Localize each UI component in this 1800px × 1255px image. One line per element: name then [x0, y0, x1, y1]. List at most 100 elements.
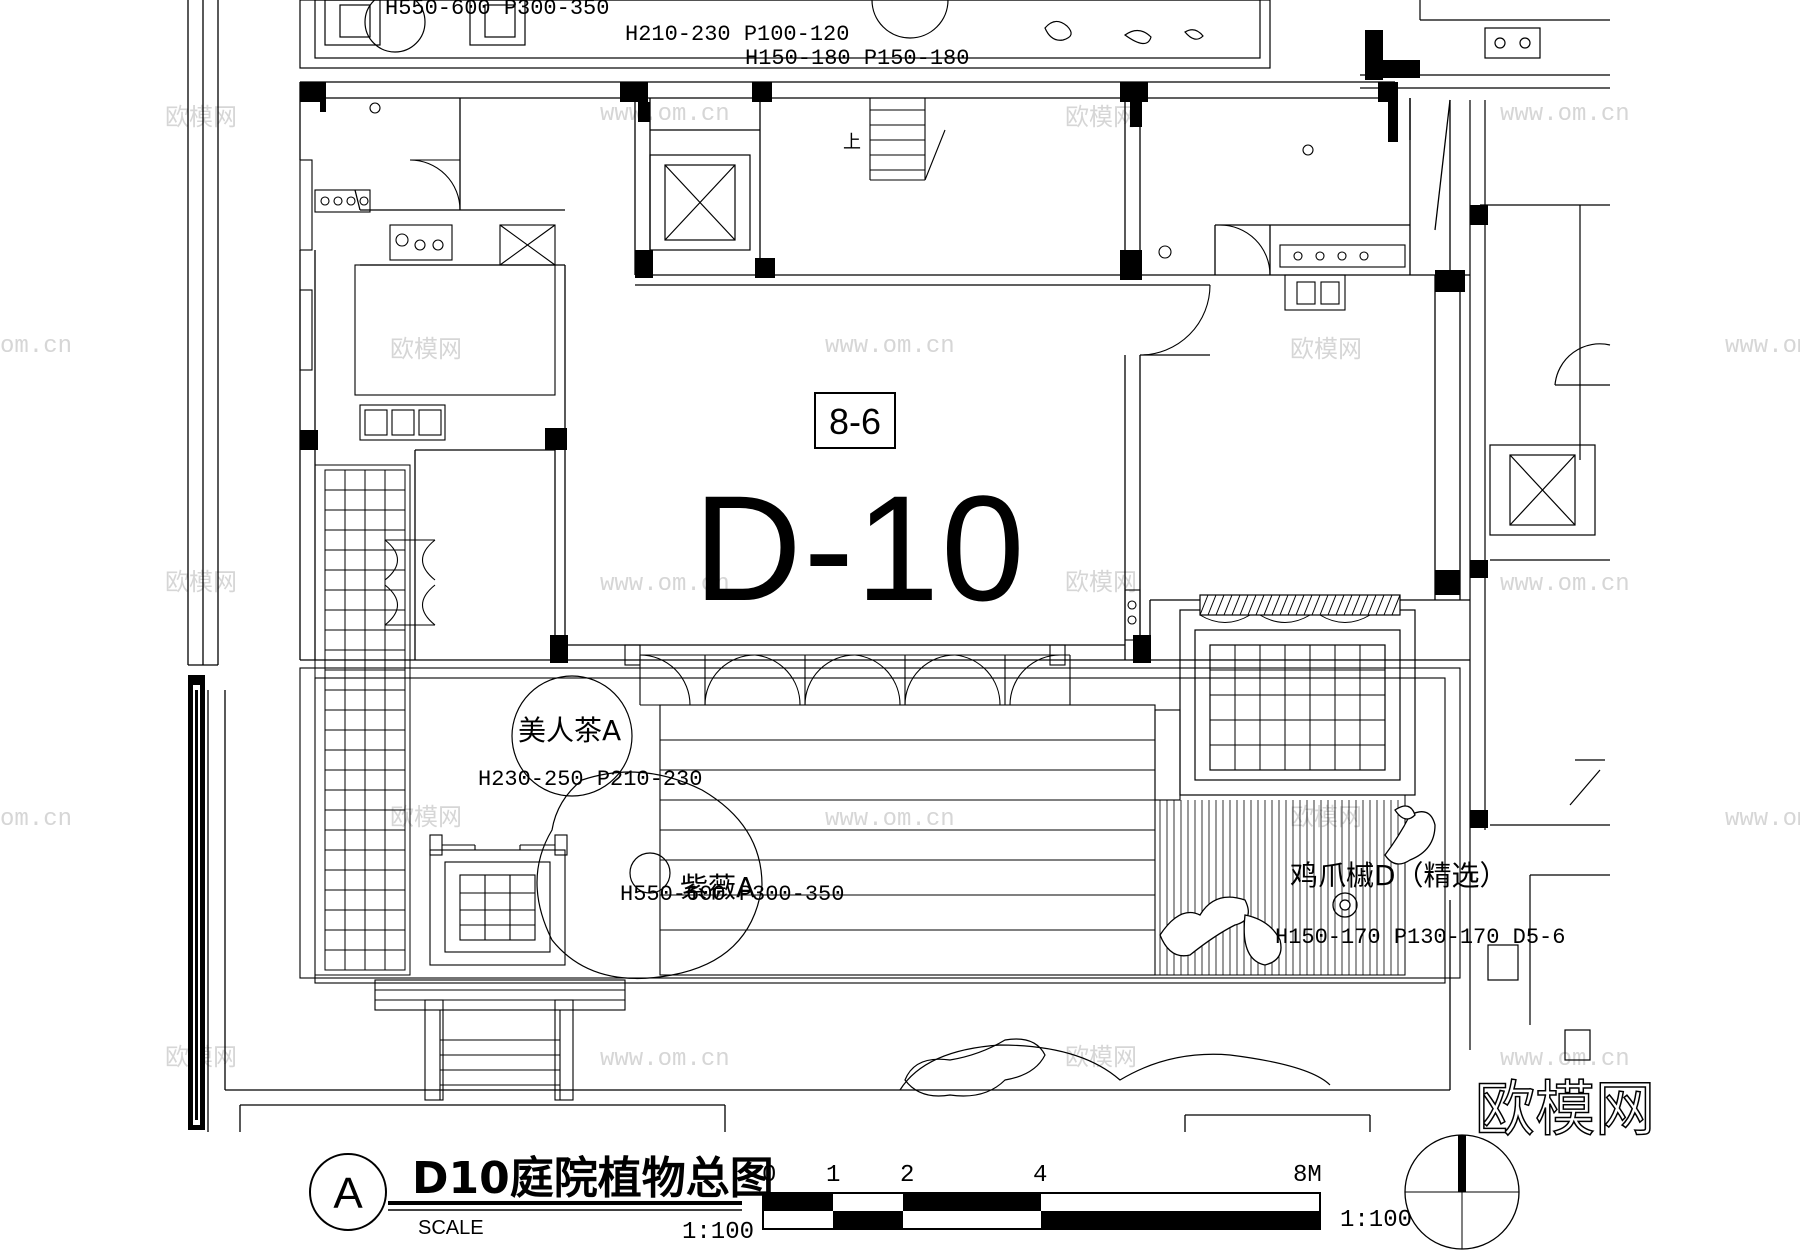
pool-hatch-line — [1351, 594, 1361, 616]
plant-spec-label: H550-600 P300-350 — [385, 0, 609, 21]
plot-name: D-10 — [693, 464, 1026, 632]
section-marker-letter: A — [333, 1169, 363, 1218]
plant-spec-ziwei: H550-600 P300-350 — [620, 882, 844, 907]
scale-word: SCALE — [418, 1217, 484, 1239]
scale-tick-label: 4 — [1033, 1162, 1047, 1189]
kitchen-area — [299, 102, 556, 441]
scale-tick-label: 2 — [900, 1162, 914, 1189]
watermark-brand: 欧模网 — [165, 568, 237, 596]
watermark-url: om.cn — [0, 333, 72, 360]
scale-tick-label: 0 — [762, 1162, 776, 1189]
north-arrow — [1404, 1134, 1520, 1250]
pool-hatch-line — [1367, 594, 1377, 616]
plant-label-jizhuaqi: 鸡爪槭D（精选） — [1290, 859, 1508, 892]
pool-hatch-line — [1295, 594, 1305, 616]
plant-labels: 美人茶A H230-250 P210-230 紫薇A H550-600 P300… — [478, 714, 1565, 950]
watermark-brand: 欧模网 — [390, 803, 462, 831]
pool-hatch-line — [1279, 594, 1289, 616]
pool-hatch-line — [1383, 594, 1393, 616]
plant-spec-label: H210-230 P100-120 — [625, 22, 849, 47]
plot-code: 8-6 — [829, 401, 881, 442]
pool-hatch-line — [1271, 594, 1281, 616]
watermark-url: www.om.cn — [1500, 101, 1630, 128]
watermark-url: www.om.cn — [1500, 571, 1630, 598]
neighbor-unit-right — [1360, 0, 1611, 1061]
plant-spec-jizhuaqi: H150-170 P130-170 D5-6 — [1275, 925, 1565, 950]
structural-columns — [300, 82, 1465, 663]
plant-spec-meirencha: H230-250 P210-230 — [478, 767, 702, 792]
pool-hatch-line — [1375, 594, 1385, 616]
pool-hatch-line — [1263, 594, 1273, 616]
pool-hatch-line — [1239, 594, 1249, 616]
watermark-brand: 欧模网 — [1290, 335, 1362, 363]
plant-label-ziwei: 紫薇A — [680, 871, 755, 904]
pool-tile-grid — [1209, 644, 1386, 771]
pool-hatch-line — [1335, 594, 1345, 616]
retaining-wall-left — [188, 675, 205, 1130]
plant-label-meirencha: 美人茶A — [518, 714, 621, 747]
watermark-url: www.om.cn — [1725, 806, 1800, 833]
pool-hatch-line — [1359, 594, 1369, 616]
wood-deck-right — [1154, 794, 1406, 976]
title-block: A D10庭院植物总图 SCALE 1:100 — [309, 1153, 774, 1246]
site-boundary — [187, 0, 1451, 1132]
watermark-url: www.om.cn — [600, 571, 730, 598]
pool-hatch-line — [1343, 594, 1353, 616]
plant-symbols — [511, 675, 1331, 1097]
lawn-edge — [899, 1044, 1331, 1091]
watermark-url: www.om.cn — [600, 101, 730, 128]
pool-hatch-line — [1311, 594, 1321, 616]
elevator-core — [649, 129, 760, 251]
watermark-url: om.cn — [0, 806, 72, 833]
pool-hatch-line — [1319, 594, 1329, 616]
scale-bar: 0 1 2 4 8M 1:100 — [762, 1162, 1412, 1234]
pool-hatch-line — [1199, 594, 1209, 616]
plot-label: 8-6 D-10 — [693, 392, 1026, 632]
plant-spec-label: H150-180 P150-180 — [745, 46, 969, 71]
pool-hatch-line — [1255, 594, 1265, 616]
watermark-brand: 欧模网 — [1290, 803, 1362, 831]
stepping-stone-cluster — [904, 1038, 1046, 1097]
section-marker-circle — [309, 1153, 387, 1231]
tree-ziwei-symbol — [536, 771, 763, 980]
pool-hatch-line — [1231, 594, 1241, 616]
garden-deck — [299, 667, 1461, 984]
scale-tick-label: 8M — [1293, 1162, 1322, 1189]
watermark-brand: 欧模网 — [1065, 568, 1137, 596]
scale-bar-ratio: 1:100 — [1340, 1207, 1412, 1234]
drawing-title: D10庭院植物总图 — [412, 1153, 774, 1204]
watermark-url: www.om.cn — [825, 806, 955, 833]
pool-hatch-line — [1223, 594, 1233, 616]
pool-gates — [1199, 614, 1371, 623]
watermark-brand: 欧模网 — [165, 103, 237, 131]
top-garden-strip — [299, 0, 1271, 69]
watermark-brand: 欧模网 — [390, 335, 462, 363]
tree-meirencha-symbol — [511, 675, 633, 797]
neighbor-unit-right-columns — [1365, 30, 1488, 828]
watermark-url: www.om.cn — [600, 1046, 730, 1073]
top-plant-specs: H550-600 P300-350 H210-230 P100-120 H150… — [385, 0, 969, 71]
watermark-brand: 欧模网 — [1065, 103, 1137, 131]
path-tile-grid — [325, 489, 405, 951]
pool-coping-hatch — [1199, 594, 1401, 616]
tiled-path-left — [314, 464, 411, 976]
pool-hatch-line — [1327, 594, 1337, 616]
brand-logo-text: 欧模网 — [1475, 1075, 1655, 1145]
right-room-fixtures — [1124, 144, 1406, 641]
watermark-url: www.om.cn — [1725, 333, 1800, 360]
pool-hatch-line — [1287, 594, 1297, 616]
pool-hatch-line — [1247, 594, 1257, 616]
pool-hatch-line — [1303, 594, 1313, 616]
pool-hatch-line — [1391, 594, 1401, 616]
rockery — [1159, 805, 1436, 966]
entrance-gate — [374, 834, 626, 1101]
pool-hatch-line — [1207, 594, 1217, 616]
watermark-url: www.om.cn — [825, 333, 955, 360]
scale-ratio: 1:100 — [682, 1219, 754, 1246]
stair: 上 — [843, 98, 946, 181]
scale-tick-label: 1 — [826, 1162, 840, 1189]
brand-logo: 欧模网 — [1474, 1074, 1656, 1146]
pool-hatch-line — [1215, 594, 1225, 616]
stair-up-label: 上 — [843, 132, 861, 153]
